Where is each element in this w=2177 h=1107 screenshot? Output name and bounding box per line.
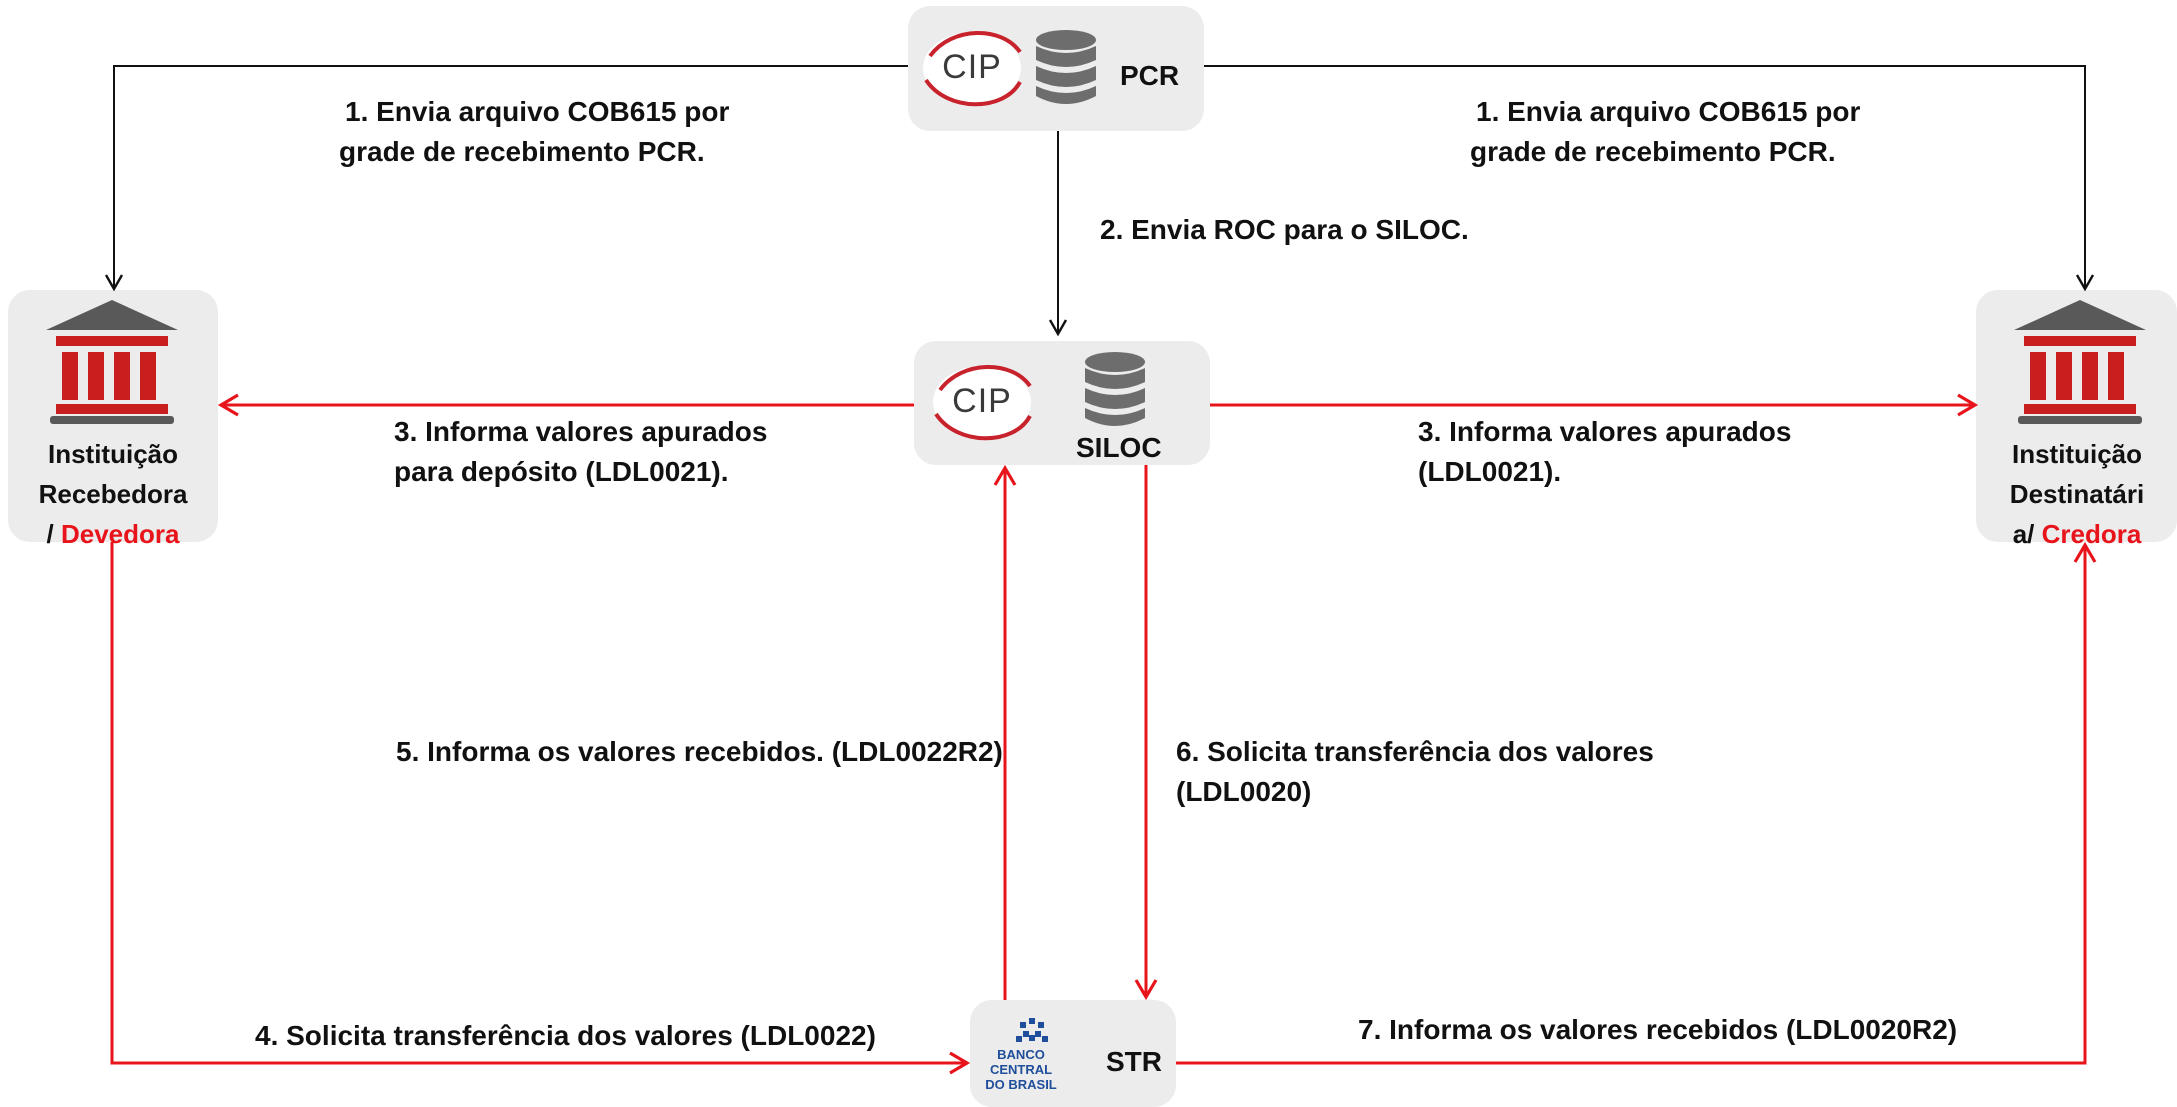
svg-text:CIP: CIP (952, 382, 1012, 420)
step1-left-line2: grade de recebimento PCR. (339, 136, 705, 167)
svg-text:CIP: CIP (942, 48, 1002, 86)
step1-right-line1: 1. Envia arquivo COB615 por (1476, 96, 1861, 127)
devedora-label: Instituição Recebedora / Devedora (8, 434, 218, 554)
step6-line2: (LDL0020) (1176, 776, 1312, 807)
step3-left-label: 3. Informa valores apurados para depósit… (394, 412, 767, 492)
arrow-step1-right (1204, 65, 2095, 292)
database-icon (1085, 352, 1145, 426)
cip-logo-icon: CIP (923, 31, 1022, 107)
database-icon (1036, 30, 1096, 104)
step3-left-line2: para depósito (LDL0021). (394, 456, 729, 487)
siloc-label: SILOC (1076, 432, 1162, 463)
arrow-step1-left (104, 65, 908, 292)
devedora-line3: / Devedora (8, 514, 218, 554)
devedora-line2: Recebedora (38, 479, 188, 509)
arrow-step4 (110, 542, 971, 1075)
bcb-logo-icon (1016, 1018, 1048, 1042)
bcb-line2: DO BRASIL (985, 1077, 1057, 1092)
step6-label: 6. Solicita transferência dos valores (L… (1176, 732, 1654, 812)
devedora-highlight: Devedora (60, 519, 180, 549)
devedora-line1: Instituição (47, 439, 178, 469)
step3-right-label: 3. Informa valores apurados (LDL0021). (1418, 412, 1791, 492)
step3-right-line2: (LDL0021). (1418, 456, 1562, 487)
step7-label: 7. Informa os valores recebidos (LDL0020… (1358, 1014, 1958, 1045)
bank-icon (2014, 300, 2146, 424)
arrow-step7 (1176, 541, 2097, 1065)
bank-icon (46, 300, 178, 424)
str-node (970, 1000, 1176, 1107)
pcr-label: PCR (1120, 60, 1180, 91)
step1-left-line1: 1. Envia arquivo COB615 por (345, 96, 730, 127)
step3-right-line1: 3. Informa valores apurados (1418, 416, 1792, 447)
credora-line3: a/ Credora (1972, 514, 2177, 554)
step2-label: 2. Envia ROC para o SILOC. (1100, 214, 1469, 245)
step1-right-line2: grade de recebimento PCR. (1470, 136, 1836, 167)
devedora-prefix: / (46, 519, 61, 549)
credora-prefix: a/ (2012, 519, 2042, 549)
step5-label: 5. Informa os valores recebidos. (LDL002… (396, 736, 1003, 767)
bcb-logo-text: BANCO CENTRAL DO BRASIL (976, 1047, 1066, 1092)
step4-label: 4. Solicita transferência dos valores (L… (255, 1020, 876, 1051)
credora-highlight: Credora (2041, 519, 2142, 549)
step1-left-label: 1. Envia arquivo COB615 por grade de rec… (339, 92, 730, 172)
step3-left-line1: 3. Informa valores apurados (394, 416, 768, 447)
credora-line1: Instituição (2011, 439, 2142, 469)
step6-line1: 6. Solicita transferência dos valores (1176, 736, 1654, 767)
credora-label: Instituição Destinatári a/ Credora (1972, 434, 2177, 554)
bcb-line1: BANCO CENTRAL (989, 1047, 1053, 1077)
cip-logo-icon: CIP (933, 365, 1032, 441)
step1-right-label: 1. Envia arquivo COB615 por grade de rec… (1470, 92, 1861, 172)
str-label: STR (1106, 1046, 1162, 1077)
credora-line2: Destinatári (2009, 479, 2145, 509)
